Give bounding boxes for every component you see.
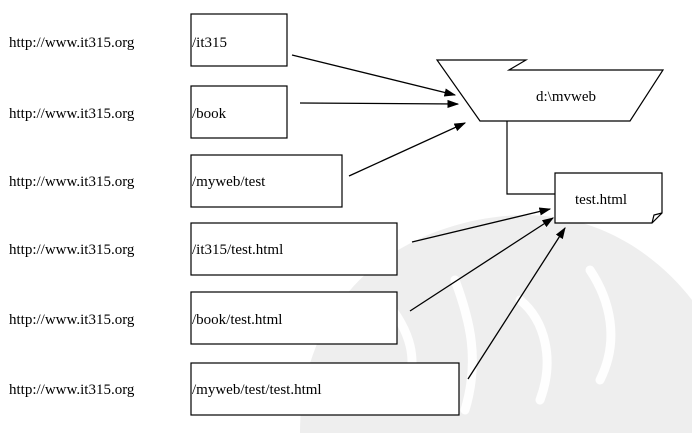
row-2: http://www.it315.org /book <box>9 85 288 139</box>
path-label: /myweb/test/test.html <box>192 382 322 398</box>
path-box <box>190 222 398 276</box>
arrow-row-2 <box>299 99 460 109</box>
folder-file-connector <box>506 121 556 195</box>
row-5: http://www.it315.org /book/test.html <box>9 291 398 345</box>
arrow-row-6 <box>467 227 566 380</box>
host-label: http://www.it315.org <box>9 382 135 398</box>
path-label: /book/test.html <box>192 312 282 328</box>
path-label: /myweb/test <box>192 174 266 190</box>
path-box <box>190 291 398 345</box>
host-label: http://www.it315.org <box>9 106 135 122</box>
file-label: test.html <box>575 192 627 208</box>
path-label: /it315/test.html <box>192 242 283 258</box>
folder-label: d:\mvweb <box>536 89 596 105</box>
row-6: http://www.it315.org /myweb/test/test.ht… <box>9 362 460 416</box>
path-label: /it315 <box>192 35 227 51</box>
arrow-row-3 <box>348 122 467 177</box>
host-label: http://www.it315.org <box>9 174 135 190</box>
host-label: http://www.it315.org <box>9 242 135 258</box>
path-box <box>190 362 460 416</box>
host-label: http://www.it315.org <box>9 312 135 328</box>
file-icon: test.html <box>554 172 663 224</box>
folder-icon: d:\mvweb <box>435 59 665 122</box>
row-1: http://www.it315.org /it315 <box>9 13 288 67</box>
arrows <box>291 54 566 380</box>
file-body <box>554 172 663 224</box>
path-box <box>190 13 288 67</box>
arrow-row-4 <box>411 207 552 243</box>
file-fold <box>651 212 663 224</box>
host-label: http://www.it315.org <box>9 35 135 51</box>
row-3: http://www.it315.org /myweb/test <box>9 154 343 208</box>
row-4: http://www.it315.org /it315/test.html <box>9 222 398 276</box>
arrow-row-1 <box>291 54 457 97</box>
folder-body <box>435 59 665 122</box>
path-box <box>190 154 343 208</box>
path-box <box>190 85 288 139</box>
path-label: /book <box>192 106 227 122</box>
arrow-row-5 <box>409 217 554 312</box>
